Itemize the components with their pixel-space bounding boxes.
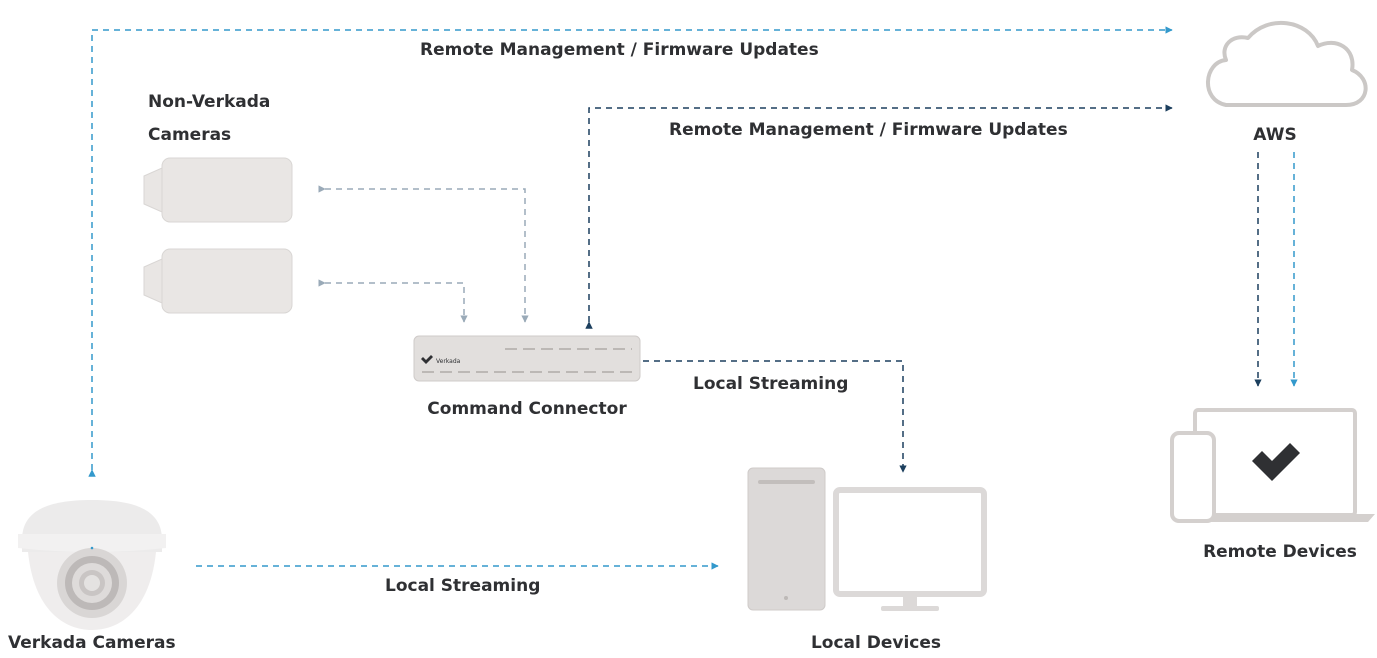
arrow-cameras-aws — [88, 26, 1173, 477]
arrow-connector-aws — [585, 104, 1173, 329]
local-devices-icon — [747, 467, 987, 611]
label-remote-management-top: Remote Management / Firmware Updates — [420, 40, 819, 60]
label-command-connector: Command Connector — [427, 399, 627, 419]
arrow-connector-camera1 — [318, 185, 529, 323]
label-non-verkada-line2: Cameras — [148, 125, 232, 145]
arrow-connector-local — [643, 360, 907, 473]
verkada-logo-icon — [1252, 443, 1300, 481]
camera-icon — [143, 248, 293, 314]
remote-devices-icon — [1170, 408, 1375, 523]
camera-icon — [143, 157, 293, 223]
label-remote-management-mid: Remote Management / Firmware Updates — [669, 120, 1068, 140]
label-verkada-cameras: Verkada Cameras — [8, 633, 176, 653]
label-aws: AWS — [1253, 125, 1297, 145]
arrow-connector-camera2 — [318, 279, 468, 323]
device-brand-text: Verkada — [436, 358, 461, 365]
label-local-devices: Local Devices — [810, 633, 942, 653]
cloud-icon — [1206, 20, 1368, 107]
label-local-streaming-cameras: Local Streaming — [385, 576, 541, 596]
dome-camera-icon — [18, 500, 166, 630]
label-local-streaming-connector: Local Streaming — [693, 374, 849, 394]
label-non-verkada-line1: Non-Verkada — [148, 92, 271, 112]
command-connector-device: Verkada — [413, 335, 641, 382]
verkada-logo-icon — [421, 355, 433, 364]
label-remote-devices: Remote Devices — [1203, 542, 1357, 562]
arrows — [88, 26, 1298, 570]
